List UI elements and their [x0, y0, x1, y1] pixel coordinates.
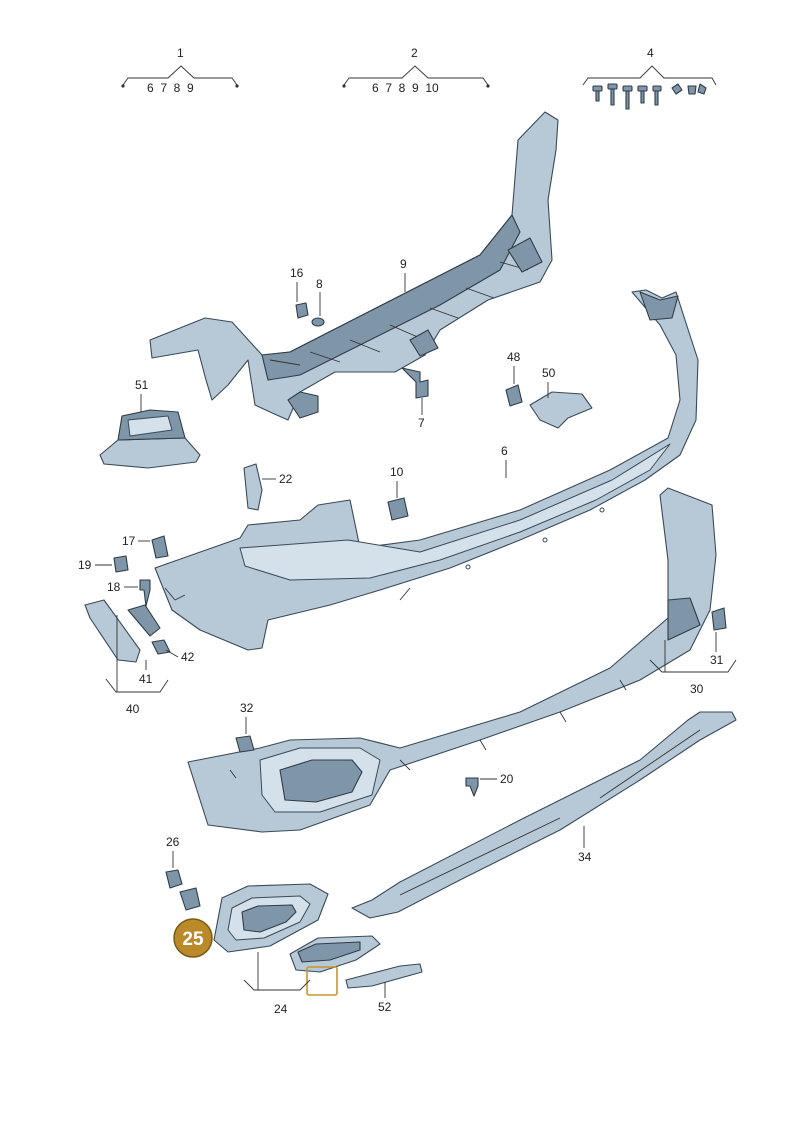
bracket-50 [529, 391, 593, 429]
mounting-bracket-51[interactable] [99, 409, 201, 469]
callout-48[interactable]: 48 [507, 350, 521, 364]
exhaust-surround[interactable] [213, 883, 329, 953]
clip-31 [711, 607, 727, 631]
callout-1[interactable]: 1 [177, 46, 184, 60]
callout-7[interactable]: 7 [418, 416, 425, 430]
callout-40[interactable]: 40 [126, 702, 140, 716]
callout-32[interactable]: 32 [240, 701, 254, 715]
callout-52[interactable]: 52 [378, 1000, 392, 1014]
callout-50[interactable]: 50 [542, 366, 556, 380]
callout-18[interactable]: 18 [107, 580, 121, 594]
trim-52[interactable] [345, 963, 423, 989]
callout-42[interactable]: 42 [181, 650, 195, 664]
nut-8 [311, 317, 325, 327]
callout-25[interactable]: 25 [182, 929, 204, 950]
callout-24[interactable]: 24 [274, 1002, 288, 1016]
callout-2[interactable]: 2 [411, 46, 418, 60]
clip-48 [505, 384, 523, 407]
highlight-box [306, 966, 338, 996]
callout-17[interactable]: 17 [122, 534, 136, 548]
callout-30[interactable]: 30 [690, 682, 704, 696]
bracket-22 [243, 463, 263, 511]
trim-strip[interactable] [351, 711, 737, 919]
callout-1-sub: 6 7 8 9 [147, 81, 194, 95]
callout-22[interactable]: 22 [279, 472, 293, 486]
callout-41[interactable]: 41 [139, 672, 153, 686]
callout-8[interactable]: 8 [316, 277, 323, 291]
callout-51[interactable]: 51 [135, 378, 149, 392]
clip-19 [113, 555, 129, 573]
callout-25-highlight[interactable]: 25 [173, 918, 213, 958]
screw-20 [465, 777, 479, 797]
callouts: 9 16 8 7 48 50 51 6 10 22 17 19 18 42 41… [78, 257, 737, 1016]
callout-26[interactable]: 26 [166, 835, 180, 849]
group-4: 4 [582, 46, 717, 110]
group-1: 1 6 7 8 9 [121, 46, 239, 95]
sensor-holder [179, 887, 201, 911]
nut-16 [295, 302, 309, 319]
callout-20[interactable]: 20 [500, 772, 514, 786]
callout-34[interactable]: 34 [578, 850, 592, 864]
callout-4[interactable]: 4 [647, 46, 654, 60]
fastener-set-icon [592, 83, 707, 110]
impact-bar[interactable] [149, 111, 559, 421]
bumper-cover[interactable] [154, 289, 699, 651]
clip-32 [235, 735, 255, 753]
callout-2-sub: 6 7 8 9 10 [372, 81, 439, 95]
callout-19[interactable]: 19 [78, 558, 92, 572]
screw-42 [151, 639, 171, 655]
lower-diffuser[interactable] [187, 487, 717, 833]
callout-9[interactable]: 9 [400, 257, 407, 271]
side-bracket-40[interactable] [84, 599, 161, 663]
callout-16[interactable]: 16 [290, 266, 304, 280]
group-2: 2 6 7 8 9 10 [342, 46, 490, 95]
callout-31[interactable]: 31 [710, 653, 724, 667]
sensor-26 [165, 869, 183, 889]
callout-10[interactable]: 10 [390, 465, 404, 479]
exhaust-bracket[interactable] [289, 935, 381, 973]
clip-10 [387, 497, 409, 521]
clip-17 [151, 535, 169, 559]
screw-18 [139, 579, 151, 607]
plate-7 [401, 367, 429, 399]
callout-6[interactable]: 6 [501, 444, 508, 458]
small-parts [113, 302, 727, 911]
